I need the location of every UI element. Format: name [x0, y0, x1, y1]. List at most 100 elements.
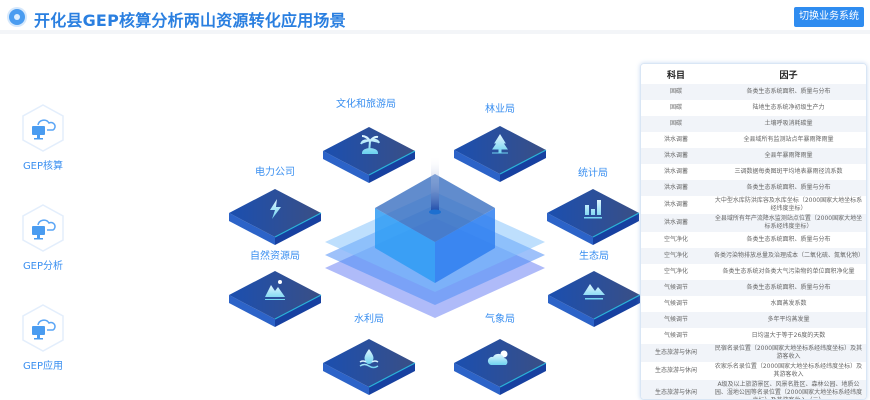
mountain-sun-icon	[265, 280, 285, 300]
table-row: 空气净化 各类生态系统对各类大气污染物的单位面积净化量	[641, 264, 866, 280]
factor-cell: A级及以上旅游景区、风景名胜区、森林公园、地质公园、湿地公园等名录位置（2000…	[711, 380, 866, 399]
beam-base	[429, 209, 441, 215]
factor-cell: 多年平均蒸发量	[711, 312, 866, 328]
tile-2[interactable]	[454, 126, 547, 182]
subject-cell: 气候调节	[663, 300, 688, 307]
subject-cell: 生态旅游与休闲	[641, 380, 711, 399]
table-row: 洪水调蓄 全县域所有监测站点年暴雨降雨量	[641, 132, 866, 148]
water-drop-icon	[359, 349, 379, 369]
cube-right-face	[435, 208, 495, 283]
table-row: 固碳各类生态系统面积、质量与分布	[641, 84, 866, 100]
subject-cell: 空气净化	[663, 268, 688, 275]
tile-label: 林业局	[485, 104, 515, 115]
table-row: 固碳 陆地生态系统净初级生产力	[641, 100, 866, 116]
tile-1[interactable]	[323, 127, 416, 183]
subject-cell: 气候调节	[663, 332, 688, 339]
factor-cell: 水面蒸发系数	[770, 300, 807, 307]
subject-cell: 洪水调蓄	[641, 180, 711, 196]
subject-cell: 洪水调蓄	[663, 136, 688, 143]
factor-cell: 土壤呼吸消耗碳量	[711, 116, 866, 132]
factor-table[interactable]: 科目 因子 固碳各类生态系统面积、质量与分布固碳陆地生态系统净初级生产力固碳土壤…	[640, 63, 867, 400]
subject-cell: 气候调节	[641, 312, 711, 328]
tile-label: 气象局	[485, 314, 515, 325]
table-row: 空气净化各类污染物排放总量及治理成本（二氧化硫、氮氧化物）	[641, 248, 866, 264]
sidebar-item-2[interactable]: GEP分析	[18, 203, 68, 272]
pine-tree-icon	[492, 134, 508, 154]
sidebar-item-label: GEP分析	[22, 261, 64, 272]
factor-cell: 各类生态系统面积、质量与分布	[746, 236, 831, 243]
factor-cell: 各类生态系统面积、质量与分布	[711, 280, 866, 296]
subject-cell: 洪水调蓄	[641, 214, 711, 232]
table-row: 洪水调蓄全县域所有年产流降水监测站点位置（2000国家大地坐标系经纬度坐标）	[641, 214, 866, 232]
factor-cell: 全县域所有监测站点年暴雨降雨量	[743, 136, 834, 143]
tile-6[interactable]	[548, 271, 640, 327]
subject-cell: 空气净化	[663, 236, 688, 243]
table-row: 气候调节多年平均蒸发量	[641, 312, 866, 328]
table-row: 气候调节 日均温大于等于26度的天数	[641, 328, 866, 344]
factor-cell: 陆地生态系统净初级生产力	[752, 104, 825, 111]
subject-cell: 气候调节	[641, 280, 711, 296]
subject-cell: 固碳	[669, 104, 682, 111]
tile-7[interactable]	[323, 339, 416, 395]
subject-cell: 固碳	[641, 84, 711, 100]
cube-left-face	[375, 208, 435, 283]
cloud-sun-icon	[487, 350, 508, 365]
cloud-monitor-icon	[18, 303, 68, 353]
factor-cell: 农家乐名录位置（2000国家大地坐标系经纬度坐标）及其游客收入	[714, 363, 863, 378]
table-row: 洪水调蓄各类生态系统面积、质量与分布	[641, 180, 866, 196]
table-row: 洪水调蓄 大中型水库防洪库容及水库坐标（2000国家大地坐标系经纬度坐标）	[641, 196, 866, 214]
factor-cell: 全县域所有年产流降水监测站点位置（2000国家大地坐标系经纬度坐标）	[711, 214, 866, 232]
subject-cell: 生态旅游与休闲	[654, 367, 697, 374]
factor-cell: 各类生态系统对各类大气污染物的单位面积净化量	[722, 268, 855, 275]
subject-cell: 固碳	[641, 116, 711, 132]
table-row: 洪水调蓄 三调数据每类图斑平均地表暴雨径流系数	[641, 164, 866, 180]
sidebar-item-1[interactable]: GEP核算	[18, 103, 68, 172]
page-title: 开化县GEP核算分析两山资源转化应用场景	[34, 11, 346, 30]
tile-4[interactable]	[547, 189, 640, 245]
sidebar-item-label: GEP应用	[22, 361, 64, 372]
tile-label: 统计局	[578, 168, 608, 179]
cloud-monitor-icon	[18, 203, 68, 253]
tile-3[interactable]	[229, 189, 322, 245]
table-row: 气候调节各类生态系统面积、质量与分布	[641, 280, 866, 296]
column-header-factor: 因子	[711, 64, 866, 84]
tile-8[interactable]	[454, 339, 547, 395]
tile-label: 文化和旅游局	[336, 99, 396, 110]
header: 开化县GEP核算分析两山资源转化应用场景 切换业务系统	[0, 0, 870, 34]
factor-cell: 各类污染物排放总量及治理成本（二氧化硫、氮氧化物）	[711, 248, 866, 264]
table-row: 生态旅游与休闲民宿名录位置（2000国家大地坐标系经纬度坐标）及其游客收入	[641, 344, 866, 362]
column-header-subject: 科目	[641, 64, 711, 84]
table-row: 洪水调蓄全县年暴雨降雨量	[641, 148, 866, 164]
sidebar-item-label: GEP核算	[22, 161, 64, 172]
lightning-icon	[270, 199, 281, 219]
subject-cell: 洪水调蓄	[641, 148, 711, 164]
subject-cell: 生态旅游与休闲	[641, 344, 711, 362]
mountain-icon	[583, 284, 605, 300]
subject-cell: 洪水调蓄	[663, 201, 688, 208]
platform-diagram	[229, 126, 640, 395]
table-row: 生态旅游与休闲 农家乐名录位置（2000国家大地坐标系经纬度坐标）及其游客收入	[641, 362, 866, 380]
cloud-monitor-icon	[18, 103, 68, 153]
tile-label: 自然资源局	[250, 251, 300, 262]
tile-label: 生态局	[579, 251, 609, 262]
factor-cell: 三调数据每类图斑平均地表暴雨径流系数	[734, 168, 843, 175]
factor-cell: 各类生态系统面积、质量与分布	[711, 84, 866, 100]
table-row: 空气净化 各类生态系统面积、质量与分布	[641, 232, 866, 248]
tile-5[interactable]	[229, 271, 322, 327]
factor-cell: 民宿名录位置（2000国家大地坐标系经纬度坐标）及其游客收入	[711, 344, 866, 362]
tile-label: 电力公司	[255, 167, 295, 178]
factor-cell: 各类生态系统面积、质量与分布	[711, 180, 866, 196]
table-row: 固碳土壤呼吸消耗碳量	[641, 116, 866, 132]
factor-cell: 大中型水库防洪库容及水库坐标（2000国家大地坐标系经纬度坐标）	[714, 197, 863, 212]
factor-cell: 日均温大于等于26度的天数	[751, 332, 826, 339]
subject-cell: 洪水调蓄	[663, 168, 688, 175]
table-row: 气候调节 水面蒸发系数	[641, 296, 866, 312]
switch-system-button[interactable]: 切换业务系统	[794, 7, 864, 27]
subject-cell: 空气净化	[641, 248, 711, 264]
factor-cell: 全县年暴雨降雨量	[711, 148, 866, 164]
palm-tree-icon	[360, 135, 380, 154]
sidebar-item-3[interactable]: GEP应用	[18, 303, 68, 372]
bar-chart-icon	[584, 200, 602, 219]
logo-icon	[9, 9, 25, 25]
